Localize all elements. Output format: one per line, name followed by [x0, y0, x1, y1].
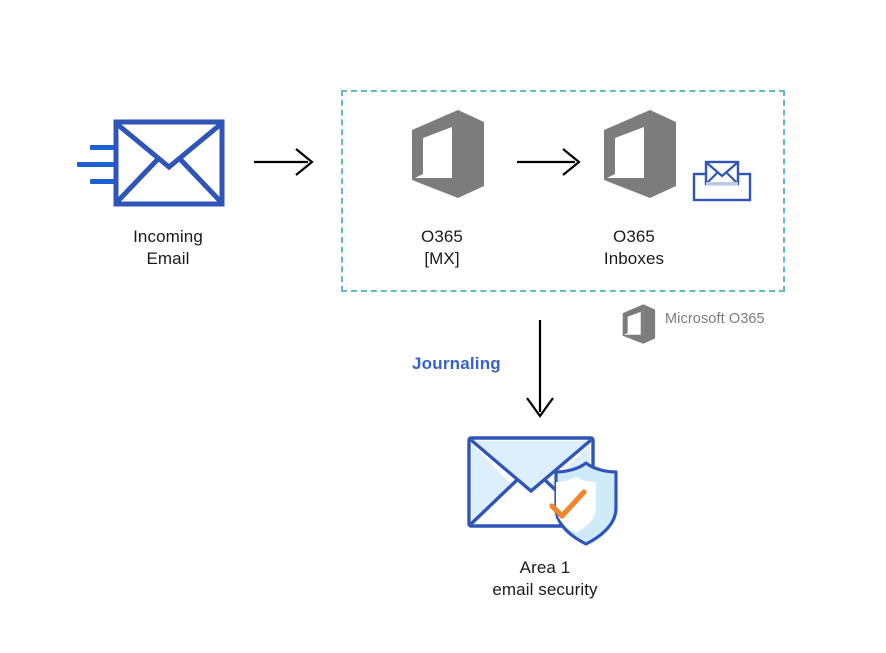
arrow-incoming-to-mx-icon: [254, 146, 316, 178]
node-label-area1: Area 1 email security: [492, 558, 598, 599]
o365-boundary-zone: [341, 90, 785, 292]
envelope-shield-icon: [466, 434, 626, 546]
arrow-mx-to-inboxes-icon: [517, 146, 585, 178]
legend-label-microsoft-o365: Microsoft O365: [665, 311, 765, 327]
edge-label-journaling: Journaling: [412, 354, 501, 373]
arrow-journaling-down-icon: [522, 320, 558, 420]
office-logo-icon-mx: [406, 108, 486, 200]
envelope-icon: [113, 119, 225, 207]
inbox-envelope-icon: [692, 160, 752, 202]
node-label-o365-inboxes: O365 Inboxes: [603, 227, 665, 268]
motion-lines-icon: [76, 143, 122, 189]
office-logo-icon-legend: [620, 303, 656, 345]
node-label-o365-mx: O365 [MX]: [421, 227, 463, 268]
office-logo-icon-inboxes: [598, 108, 678, 200]
node-label-incoming-email: Incoming Email: [133, 227, 203, 268]
